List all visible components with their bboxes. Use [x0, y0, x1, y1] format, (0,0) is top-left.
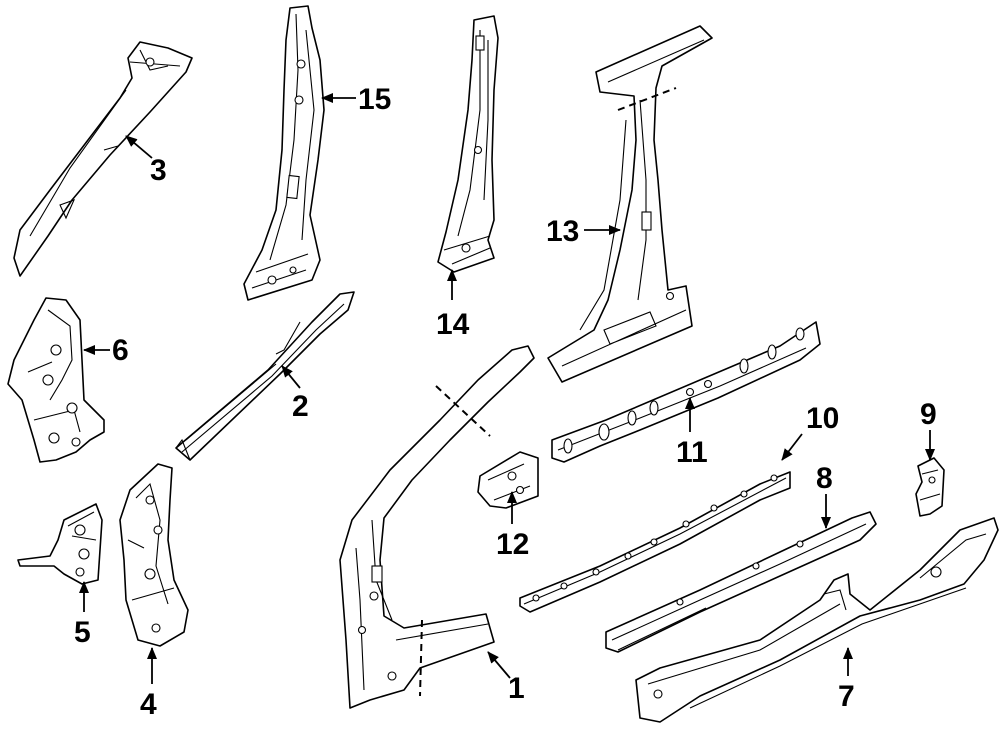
callout-7-label: 7	[838, 680, 855, 713]
part-14-rear-pillar[interactable]	[437, 15, 499, 273]
callout-10-label: 10	[806, 402, 839, 435]
callout-6: 6	[83, 334, 129, 367]
callout-1: 1	[487, 651, 525, 705]
part-5-bracket[interactable]	[17, 503, 103, 585]
callout-12-label: 12	[496, 528, 529, 561]
callout-7: 7	[838, 647, 855, 713]
cut-line-center-pillar	[617, 87, 677, 111]
cut-line-pillar	[435, 385, 491, 437]
part-11-rocker-reinforcement[interactable]	[551, 321, 821, 463]
callout-11: 11	[676, 397, 708, 469]
callout-2: 2	[281, 365, 309, 423]
callout-8-label: 8	[816, 462, 833, 495]
callout-10: 10	[781, 402, 839, 461]
callout-12: 12	[496, 491, 529, 561]
callout-8: 8	[816, 462, 833, 529]
part-6-hinge-pillar-panel[interactable]	[7, 297, 105, 463]
callout-15-label: 15	[358, 83, 391, 116]
callout-14-label: 14	[436, 308, 470, 341]
callout-9-label: 9	[920, 398, 937, 431]
part-12-bracket[interactable]	[477, 451, 539, 509]
part-2-roof-side-rail[interactable]	[175, 291, 355, 461]
callout-14: 14	[436, 269, 470, 341]
callout-1-label: 1	[508, 672, 525, 705]
part-4-hinge-pillar-lower[interactable]	[119, 463, 189, 647]
callout-15: 15	[321, 83, 391, 116]
callout-5-label: 5	[74, 616, 91, 649]
callout-5: 5	[74, 581, 91, 649]
callout-13: 13	[546, 215, 621, 248]
callout-4-label: 4	[140, 688, 157, 721]
callout-6-label: 6	[112, 334, 129, 367]
part-13-center-pillar-outer[interactable]	[547, 25, 713, 383]
callout-4: 4	[140, 647, 157, 721]
callout-9: 9	[920, 398, 937, 461]
part-7-rocker-outer[interactable]	[635, 517, 999, 723]
part-1-body-side-frame[interactable]	[339, 345, 535, 709]
callout-11-label: 11	[676, 436, 708, 469]
callout-3-label: 3	[150, 154, 167, 187]
callout-2-label: 2	[292, 390, 309, 423]
part-3-pillar-reinforcement[interactable]	[13, 41, 193, 277]
callout-3: 3	[125, 135, 167, 187]
part-9-bracket[interactable]	[915, 457, 945, 517]
part-8-rocker-inner[interactable]	[605, 511, 877, 653]
part-15-center-pillar[interactable]	[243, 5, 325, 301]
cut-line-rocker	[419, 619, 423, 697]
callout-13-label: 13	[546, 215, 579, 248]
part-10-sill-extension[interactable]	[519, 471, 791, 613]
